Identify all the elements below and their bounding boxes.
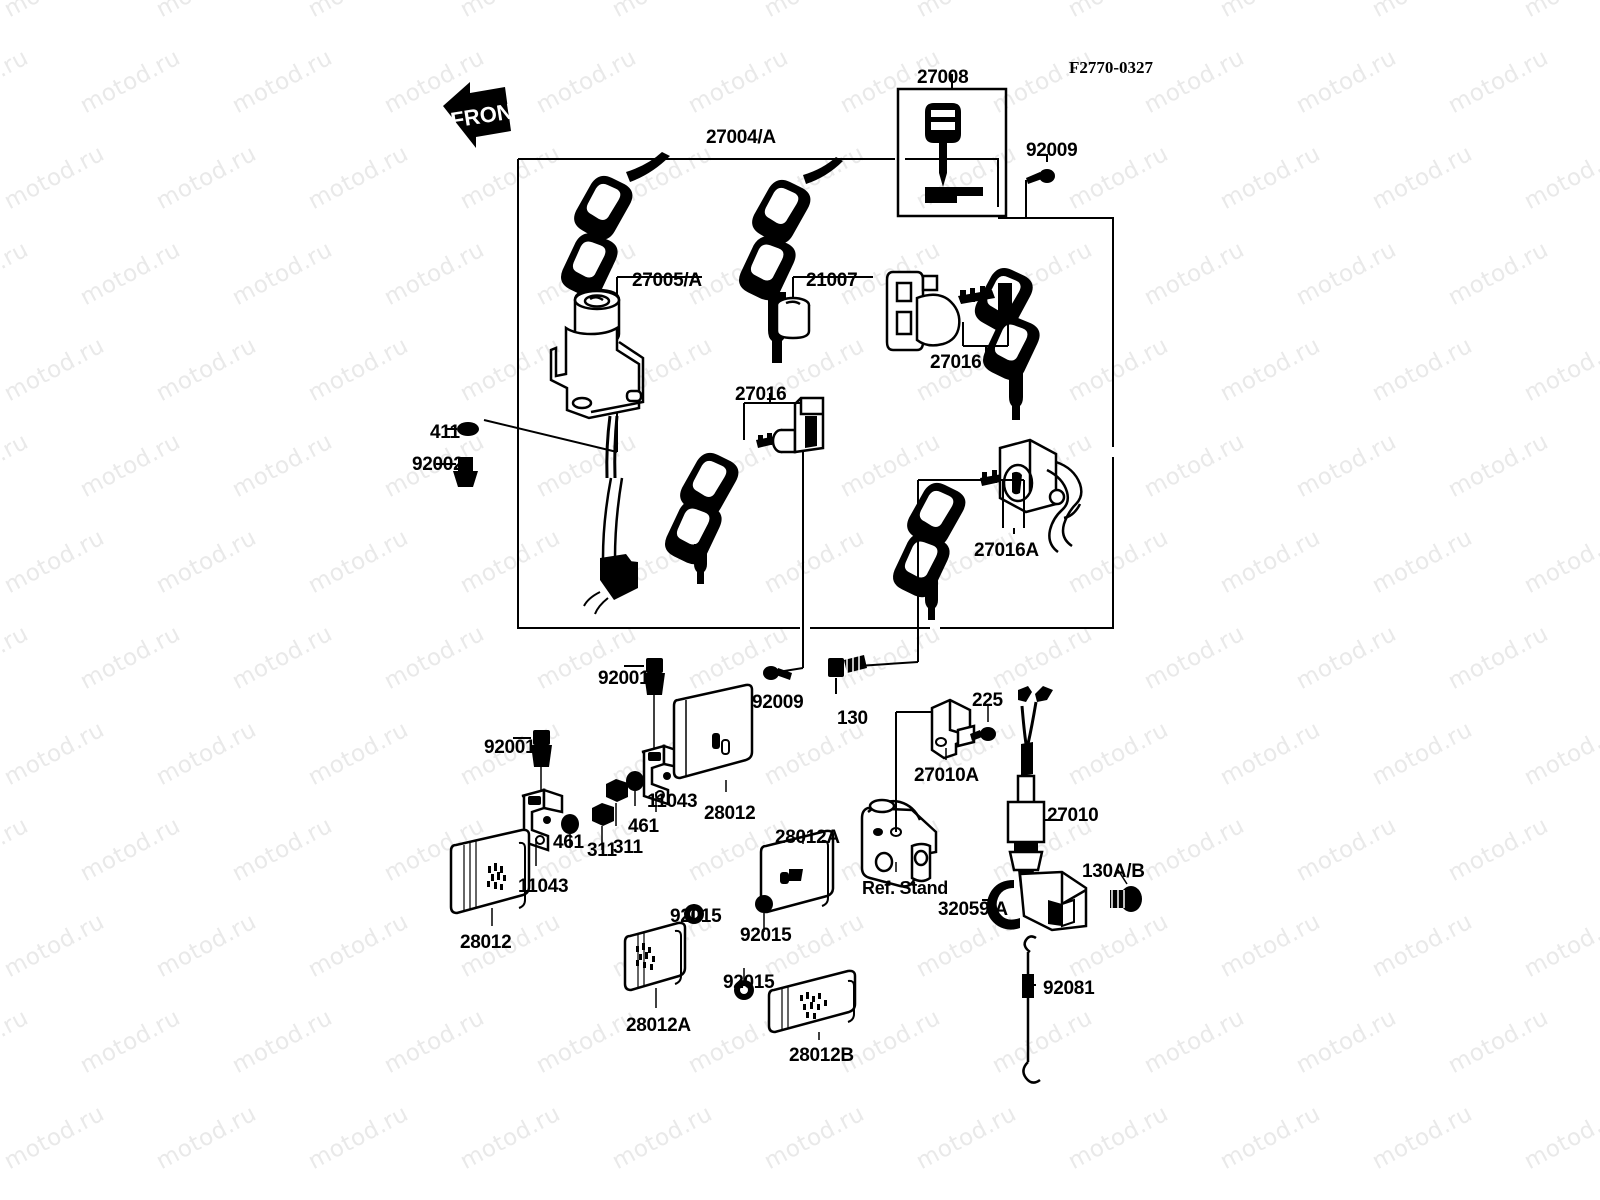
- washer-411: [447, 422, 479, 436]
- bolt-92001-upper: [624, 658, 665, 756]
- switch-bracket-27010a: [930, 698, 996, 760]
- callout-92009: 92009: [752, 692, 804, 713]
- callout-92081: 92081: [1043, 978, 1095, 999]
- screw-92009-lower: [763, 666, 792, 680]
- callout-92002: 92002: [412, 454, 464, 475]
- callout-92009: 92009: [1026, 140, 1078, 161]
- helmet-lock-27016: [885, 262, 1043, 420]
- callout-130a-b: 130A/B: [1082, 861, 1145, 882]
- ignition-switch-27005a: [436, 152, 702, 615]
- bolt-92002: [436, 457, 478, 487]
- callout-28012a: 28012A: [775, 827, 840, 848]
- key-blank-box: [896, 74, 1008, 218]
- ref-stand-bracket: [860, 711, 950, 888]
- callout-130: 130: [837, 708, 868, 729]
- switch-27010: [1006, 686, 1060, 896]
- callout-11043: 11043: [647, 791, 698, 812]
- callout-92001: 92001: [598, 668, 650, 689]
- callout-ref-stand: Ref. Stand: [862, 878, 949, 898]
- bolt-130ab: [1110, 869, 1142, 912]
- spring-92081: [1022, 935, 1041, 1084]
- callout-27016a: 27016A: [974, 540, 1039, 561]
- clamp-32059a: [982, 870, 1088, 932]
- bracket-assembly-lower: [449, 730, 614, 926]
- helmet-lock-27016-mid: [661, 393, 825, 673]
- callout-28012a: 28012A: [626, 1015, 691, 1036]
- callout-28012b: 28012B: [789, 1045, 854, 1066]
- callout-27005-a: 27005/A: [632, 270, 702, 291]
- screw-92009-upper: [1025, 154, 1055, 218]
- callout-32059-a: 32059/A: [938, 899, 1008, 920]
- key-27008-icon: [925, 103, 983, 203]
- callout-27016: 27016: [735, 384, 787, 405]
- reflector-28012a-upper: [755, 829, 835, 932]
- nut-92015-b: [734, 968, 754, 1000]
- callout-92015: 92015: [723, 972, 775, 993]
- callout-27008: 27008: [917, 67, 969, 88]
- callout-27004-a: 27004/A: [706, 127, 776, 148]
- callout-27010: 27010: [1047, 805, 1099, 826]
- callout-11043: 11043: [518, 876, 569, 897]
- callout-311: 311: [587, 840, 617, 861]
- callout-28012: 28012: [460, 932, 512, 953]
- nut-92015-a: [684, 904, 704, 924]
- callout-92015: 92015: [670, 906, 722, 927]
- callout-27016: 27016: [930, 352, 982, 373]
- assembly-group-box: [517, 158, 1114, 629]
- callout-27010a: 27010A: [914, 765, 979, 786]
- drawing-code: F2770-0327: [1069, 58, 1154, 77]
- callout-21007: 21007: [806, 270, 858, 291]
- front-arrow-marker: FRONT: [443, 82, 528, 148]
- seat-lock-27016a: [857, 438, 1083, 667]
- bracket-assembly-upper: [606, 658, 754, 826]
- key-cylinder-21007: [735, 157, 873, 363]
- callout-92001: 92001: [484, 737, 536, 758]
- callout-28012: 28012: [704, 803, 756, 824]
- screw-225: [970, 706, 996, 741]
- bolt-130: [828, 653, 867, 694]
- callout-311: 311: [613, 837, 643, 858]
- callout-461: 461: [628, 816, 659, 837]
- reflector-28012b: [767, 969, 857, 1040]
- reflector-28012a-lower: [623, 921, 687, 1008]
- callout-92015: 92015: [740, 925, 792, 946]
- callout-411: 411: [430, 422, 460, 443]
- callout-461: 461: [553, 832, 584, 853]
- callout-225: 225: [972, 690, 1003, 711]
